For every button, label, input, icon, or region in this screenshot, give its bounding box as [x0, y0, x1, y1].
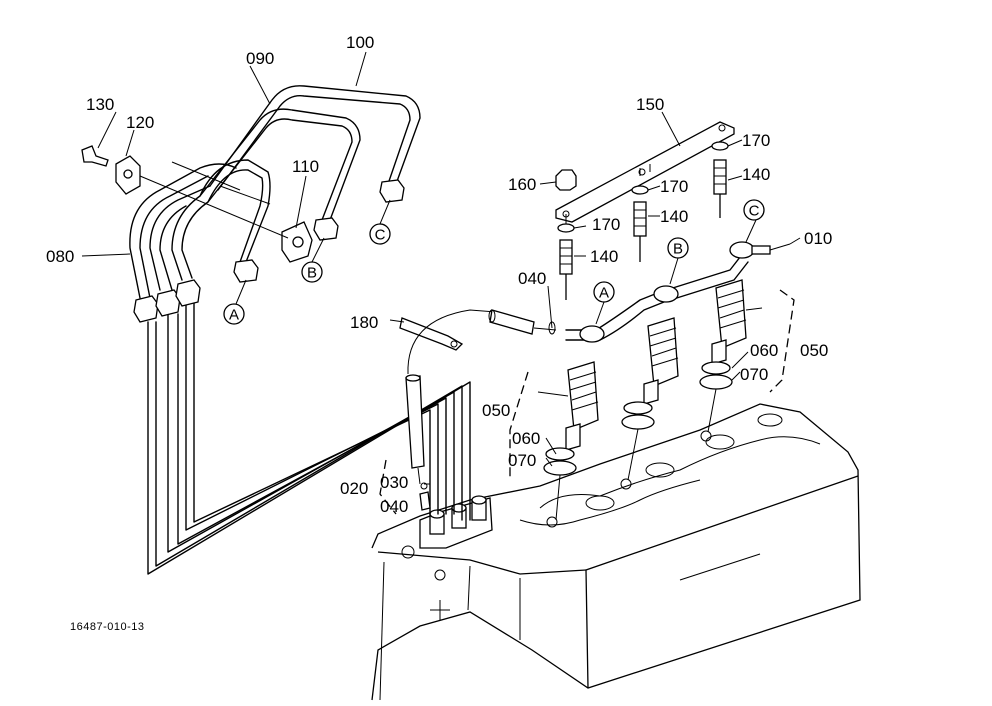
label-060-b: 060	[750, 341, 778, 360]
label-100: 100	[346, 33, 374, 52]
injection-pipes	[129, 85, 471, 575]
label-060-a: 060	[512, 429, 540, 448]
label-110: 110	[292, 157, 319, 176]
group-brackets	[379, 289, 795, 515]
label-010: 010	[804, 229, 832, 248]
injection-nozzles-050	[565, 279, 747, 451]
label-140-c: 140	[590, 247, 618, 266]
label-170-b: 170	[660, 177, 688, 196]
svg-text:C: C	[749, 203, 760, 220]
engine-cylinder-head	[371, 403, 861, 701]
leak-off-line-010	[565, 241, 791, 343]
label-080: 080	[46, 247, 74, 266]
connector-a-left: A	[223, 303, 245, 325]
connector-b-right: B	[667, 237, 689, 259]
label-170-c: 170	[592, 215, 620, 234]
label-120: 120	[126, 113, 154, 132]
figure-id: 16487-010-13	[70, 621, 145, 633]
label-020: 020	[340, 479, 368, 498]
glow-plugs-140	[559, 159, 727, 300]
pipe-nut	[133, 179, 405, 323]
svg-text:C: C	[375, 227, 386, 244]
label-050-a: 050	[482, 401, 510, 420]
label-140-a: 140	[742, 165, 770, 184]
label-150: 150	[636, 95, 664, 114]
label-030: 030	[380, 473, 408, 492]
svg-text:B: B	[307, 265, 317, 282]
svg-text:A: A	[229, 307, 239, 324]
label-140-b: 140	[660, 207, 688, 226]
label-040-a: 040	[518, 269, 546, 288]
label-180: 180	[350, 313, 378, 332]
svg-text:B: B	[673, 241, 683, 258]
leader-lines	[81, 51, 801, 467]
nozzle-gaskets	[543, 361, 733, 521]
injection-pump-outlets	[419, 495, 493, 549]
return-hose	[399, 309, 557, 511]
connector-c-left: C	[369, 223, 391, 245]
connector-c-right: C	[743, 199, 765, 221]
connector-a-right: A	[593, 281, 615, 303]
label-040-b: 040	[380, 497, 408, 516]
nut-160	[555, 169, 577, 191]
callout-labels: 130 120 080 090 100 110 180 160 150 170 …	[46, 33, 832, 516]
svg-text:A: A	[599, 285, 609, 302]
label-170-a: 170	[742, 131, 770, 150]
label-070-a: 070	[508, 451, 536, 470]
label-160: 160	[508, 175, 536, 194]
connector-b-left: B	[301, 261, 323, 283]
pipe-clamp-assembly	[81, 145, 313, 263]
washers-170	[557, 141, 729, 233]
label-050-b: 050	[800, 341, 828, 360]
connector-markers: A B C A B C	[223, 199, 765, 325]
label-090: 090	[246, 49, 274, 68]
label-070-b: 070	[740, 365, 768, 384]
label-130: 130	[86, 95, 114, 114]
